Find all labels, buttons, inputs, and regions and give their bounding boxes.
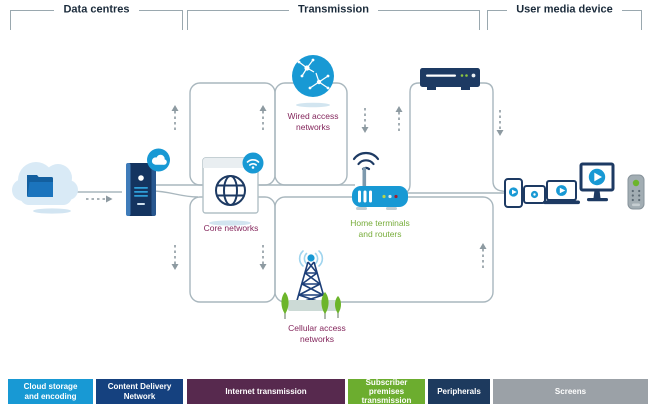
- bracket-line: [138, 10, 184, 30]
- section-bracket-transmission: Transmission: [187, 4, 481, 30]
- wifi-waves: [352, 151, 380, 171]
- smartphone-icon: [504, 178, 523, 208]
- bracket-line: [187, 10, 290, 30]
- stb-led: [460, 74, 464, 77]
- stb-led: [465, 74, 468, 77]
- cloud-badge-icon: [147, 148, 170, 172]
- shadow: [33, 208, 71, 214]
- cloud-storage-icon: [12, 162, 78, 214]
- legend-label: Peripherals: [437, 386, 481, 396]
- core-networks-label: Core networks: [203, 223, 259, 233]
- cellular-access-label: Cellular access networks: [288, 323, 346, 344]
- cdn-server-icon: [126, 148, 170, 216]
- tower-base: [288, 300, 338, 311]
- tablet-icon: [523, 185, 546, 204]
- section-bracket-data-centres: Data centres: [10, 4, 184, 30]
- tv-icon: [579, 162, 615, 202]
- legend-cdn: Content Delivery Network: [96, 379, 183, 404]
- server-slot: [137, 203, 145, 205]
- legend-subscriber-premises: Subscriber premises transmission: [348, 377, 425, 406]
- shadow: [209, 220, 251, 226]
- router-led: [382, 194, 386, 199]
- bracket-line: [621, 10, 642, 30]
- legend-cloud-storage: Cloud storage and encoding: [8, 379, 93, 404]
- server-edge-right: [151, 163, 156, 216]
- tower-lattice: [295, 261, 327, 305]
- loop-upper-right: [403, 82, 508, 194]
- signal-waves: [298, 250, 324, 267]
- legend-label: Content Delivery Network: [107, 382, 172, 401]
- stb-body: [420, 68, 480, 87]
- server-vents: [134, 187, 148, 197]
- shadow: [296, 102, 330, 108]
- stb-foot: [427, 85, 436, 90]
- server-edge-left: [126, 163, 131, 216]
- router-led: [394, 194, 398, 199]
- legend-peripherals: Peripherals: [428, 379, 490, 404]
- legend-label: Screens: [554, 386, 587, 396]
- tower-beacon: [307, 254, 315, 262]
- globe-glyph: [215, 175, 246, 206]
- bracket-line: [377, 10, 481, 30]
- network-glyph: [297, 58, 330, 90]
- legend-label: Cloud storage and encoding: [23, 382, 78, 401]
- trees: [281, 292, 342, 319]
- section-label-data-centres: Data centres: [63, 3, 130, 16]
- wifi-router-icon: [352, 151, 408, 210]
- stb-foot: [461, 85, 470, 90]
- remote-control-icon: [627, 174, 645, 210]
- folder-glyph: [27, 175, 53, 197]
- bracket-line: [487, 10, 508, 30]
- server-tower: [126, 163, 156, 216]
- wired-network-icon: [292, 55, 334, 108]
- browser-globe-icon: [202, 152, 264, 226]
- router-vents: [358, 190, 372, 203]
- cell-tower-icon: [281, 250, 342, 319]
- dashed-arrows: [86, 108, 501, 268]
- set-top-box-icon: [420, 68, 480, 90]
- section-label-transmission: Transmission: [298, 3, 369, 16]
- server-light: [138, 175, 144, 181]
- bracket-line: [10, 10, 55, 30]
- router-antenna: [362, 167, 367, 189]
- network-circle: [292, 55, 334, 97]
- laptop-icon: [543, 180, 580, 205]
- section-label-user-media-device: User media device: [516, 3, 613, 16]
- legend-label: Internet transmission: [225, 386, 307, 396]
- router-led: [388, 194, 392, 199]
- home-terminals-label: Home terminals and routers: [350, 218, 410, 239]
- user-devices: [504, 162, 645, 210]
- wifi-badge-icon: [242, 152, 264, 174]
- section-bracket-user-media-device: User media device: [487, 4, 642, 30]
- wired-access-label: Wired access networks: [287, 111, 339, 132]
- legend-screens: Screens: [493, 379, 648, 404]
- legend-internet-transmission: Internet transmission: [187, 379, 345, 404]
- router-foot: [386, 207, 397, 210]
- arrow-heads: [106, 105, 504, 270]
- router-foot: [356, 207, 367, 210]
- stb-slot: [426, 74, 456, 77]
- legend-label: Subscriber premises transmission: [361, 377, 412, 406]
- link-server-lower-stub: [151, 190, 199, 198]
- stb-button: [471, 73, 476, 78]
